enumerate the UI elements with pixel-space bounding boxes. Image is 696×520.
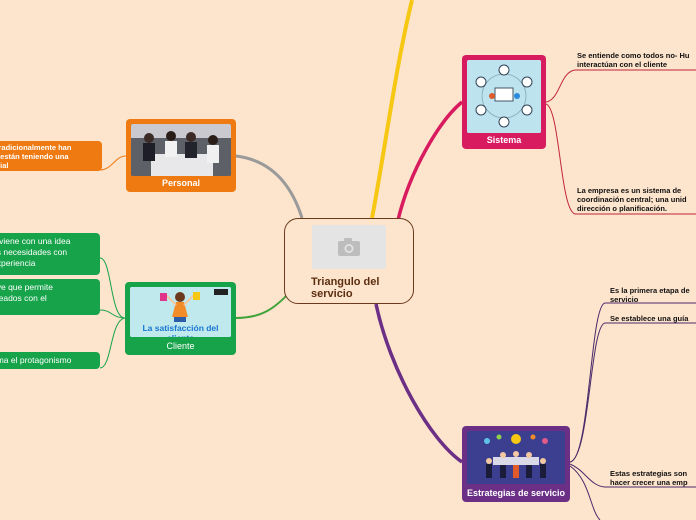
cliente-satisfaction-image: La satisfacción del cliente: [130, 287, 231, 337]
cliente-image-caption: La satisfacción del cliente: [142, 323, 219, 337]
sistema-note-2[interactable]: La empresa es un sistema de coordinación…: [577, 186, 687, 213]
topic-cliente[interactable]: La satisfacción del cliente Cliente: [125, 282, 236, 355]
cliente-note-2[interactable]: ave que permite pleados con el: [0, 279, 100, 315]
cliente-label: Cliente: [166, 341, 195, 351]
estrategias-note-3[interactable]: Estas estrategias son hacer crecer una e…: [610, 469, 688, 487]
branch-estrategias: [374, 303, 463, 464]
sistema-network-image: [467, 60, 541, 133]
central-topic[interactable]: Triangulo del servicio: [284, 218, 414, 304]
topic-estrategias[interactable]: Estrategias de servicio: [462, 426, 570, 502]
sistema-note-1[interactable]: Se entiende como todos no- Hu interactúa…: [577, 51, 690, 69]
branch-cliente: [235, 291, 291, 319]
personal-meeting-image: [131, 124, 231, 176]
topic-personal[interactable]: Personal: [126, 119, 236, 192]
central-topic-title: Triangulo del servicio: [311, 276, 380, 300]
topic-sistema[interactable]: Sistema: [462, 55, 546, 149]
estrategias-label: Estrategias de servicio: [466, 488, 566, 498]
sistema-label: Sistema: [486, 135, 522, 145]
branch-top: [370, 0, 414, 219]
personal-label: Personal: [161, 178, 201, 188]
cliente-note-3[interactable]: oma el protagonismo: [0, 352, 100, 369]
estrategias-team-image: [467, 431, 565, 484]
central-image: [312, 225, 386, 269]
camera-icon: [338, 238, 360, 256]
branch-personal: [235, 154, 304, 219]
estrategias-note-1[interactable]: Es la primera etapa de servicio: [610, 286, 690, 304]
branch-sistema: [396, 100, 464, 221]
cliente-note-1[interactable]: e viene con una idea us necesidades con …: [0, 233, 100, 275]
estrategias-note-2[interactable]: Se establece una guía: [610, 314, 689, 323]
personal-note[interactable]: tradicionalmente han , están teniendo un…: [0, 141, 102, 171]
